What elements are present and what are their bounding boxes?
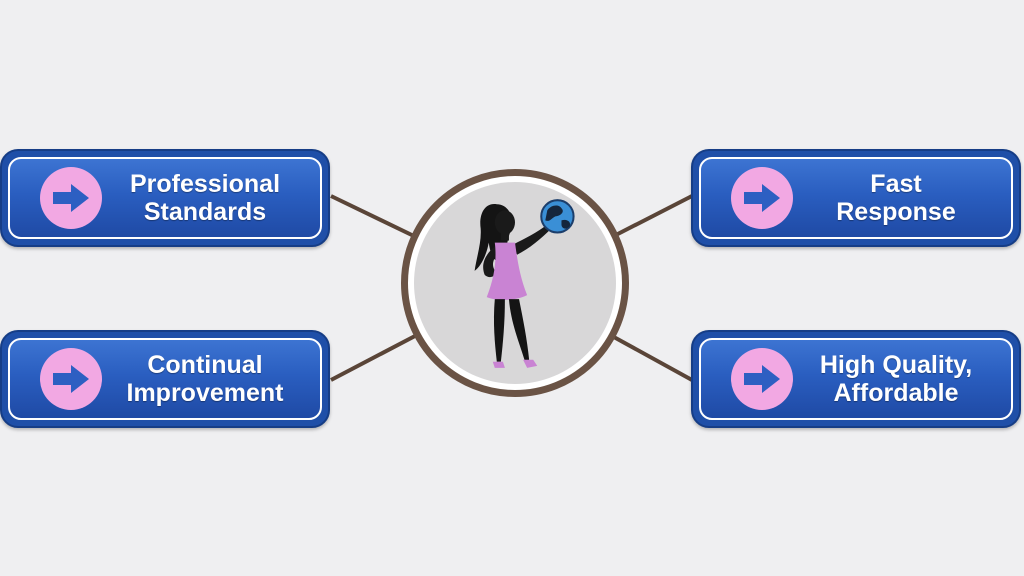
node-label: Fast Response [836, 170, 956, 226]
arrow-right-icon [731, 348, 793, 410]
node-fast-response: Fast Response [691, 149, 1021, 247]
connector-bottom-left [330, 334, 416, 382]
node-continual-improvement: Continual Improvement [0, 330, 330, 428]
node-label: High Quality, Affordable [819, 351, 973, 407]
node-label: Continual Improvement [126, 351, 284, 407]
arrow-right-icon [40, 348, 102, 410]
connector-bottom-right [611, 334, 693, 382]
arrow-right-icon [731, 167, 793, 229]
node-professional-standards: Professional Standards [0, 149, 330, 247]
center-hub [401, 169, 629, 397]
connector-top-left [330, 194, 419, 240]
connector-top-right [609, 194, 693, 240]
arrow-right-icon [40, 167, 102, 229]
node-label: Professional Standards [129, 170, 281, 226]
woman-holding-globe-icon [474, 199, 575, 368]
node-high-quality-affordable: High Quality, Affordable [691, 330, 1021, 428]
